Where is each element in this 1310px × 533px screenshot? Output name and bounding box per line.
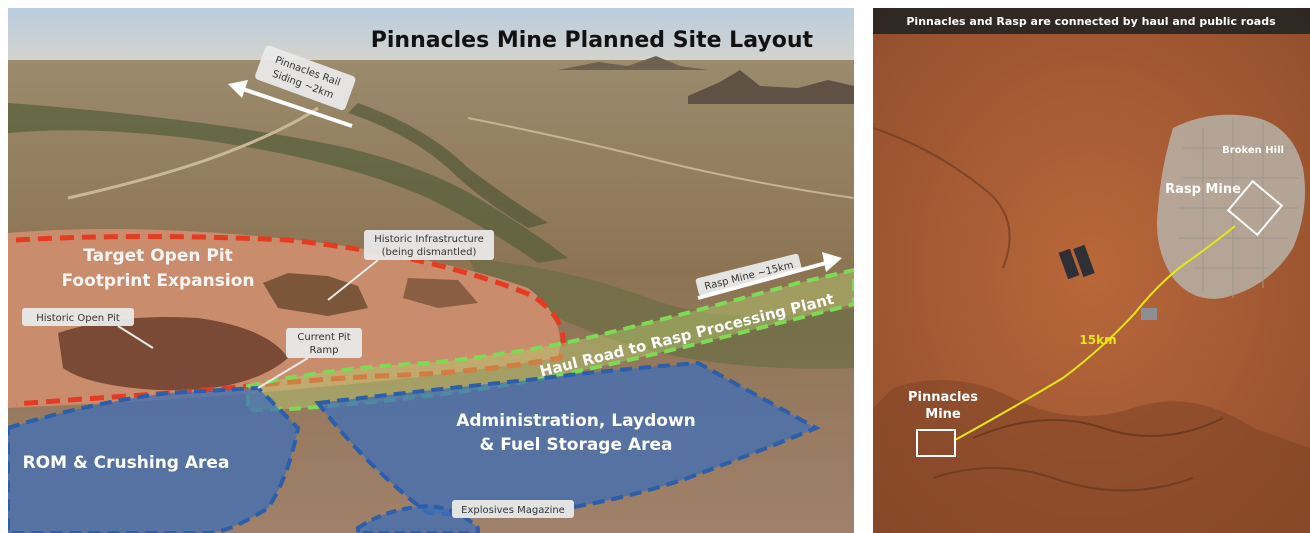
pinnacles-mine-marker	[916, 429, 956, 457]
satellite-image: Pinnacles and Rasp are connected by haul…	[873, 8, 1310, 533]
sky	[8, 8, 854, 66]
site-layout-title: Pinnacles Mine Planned Site Layout	[371, 28, 814, 53]
open-pit-label-line2: Footprint Expansion	[62, 271, 255, 291]
rail-siding-callout: Pinnacles Rail Siding ~2km	[255, 45, 356, 111]
rail-siding-label-box	[255, 45, 356, 111]
map-banner: Pinnacles and Rasp are connected by haul…	[906, 15, 1276, 28]
historic-pit-label: Historic Open Pit	[36, 313, 120, 324]
rom-zone	[8, 385, 301, 533]
creek-vegetation	[348, 103, 548, 228]
rail-siding-arrow-shaft	[239, 86, 353, 128]
historic-pit-label-box	[22, 308, 134, 326]
vegetation-band	[8, 103, 568, 263]
pinnacles-label-line2: Mine	[925, 407, 961, 422]
pond-1	[1058, 248, 1080, 280]
creek-line-2	[972, 417, 1224, 439]
pond-2	[1073, 244, 1095, 278]
pit-ramp-label-line1: Current Pit	[297, 332, 350, 343]
distant-hills-right	[688, 70, 854, 104]
distant-hills	[558, 56, 708, 70]
urban-street-grid	[1178, 118, 1298, 298]
infrastructure-label-box	[364, 230, 494, 260]
explosives-zone	[356, 503, 480, 533]
facility-1	[1141, 308, 1157, 320]
infrastructure-label-line1: Historic Infrastructure	[374, 234, 484, 245]
stockpile-shape	[403, 278, 478, 308]
rasp-distance-label-box	[695, 253, 802, 296]
rom-zone-label: ROM & Crushing Area	[23, 453, 230, 473]
historic-pit-shape	[58, 317, 288, 391]
road-right	[467, 117, 854, 199]
rasp-arrow-shaft	[697, 261, 827, 300]
vegetation-patch	[468, 258, 854, 369]
haul-route-line	[954, 225, 1236, 441]
pit-ramp-label-line2: Ramp	[310, 345, 339, 356]
explosives-label-box	[452, 500, 574, 518]
infrastructure-label-line2: (being dismantled)	[382, 247, 477, 258]
historic-infrastructure-shape	[263, 273, 368, 316]
rail-siding-arrow-icon	[228, 80, 248, 98]
open-pit-label-line1: Target Open Pit	[83, 246, 233, 266]
aerial-photo: Pinnacles Mine Planned Site Layout Pinna…	[8, 8, 854, 533]
broken-hill-label: Broken Hill	[1222, 145, 1284, 156]
road-left	[67, 106, 319, 200]
satellite-map: Pinnacles and Rasp are connected by haul…	[873, 8, 1310, 533]
pinnacles-label-line1: Pinnacles	[908, 390, 978, 405]
rasp-mine-label: Rasp Mine	[1165, 182, 1241, 197]
creek-line-3	[932, 467, 1194, 492]
admin-zone-label-line2: & Fuel Storage Area	[480, 435, 673, 455]
drainage-area	[873, 380, 1310, 533]
historic-pit-pointer	[117, 325, 154, 349]
map-banner-box	[873, 8, 1310, 34]
pit-ramp-label-box	[286, 328, 362, 358]
creek-line-1	[873, 127, 1011, 269]
aerial-site-layout: Pinnacles Mine Planned Site Layout Pinna…	[8, 8, 854, 533]
admin-zone-label-line1: Administration, Laydown	[456, 411, 696, 431]
rasp-arrow-icon	[822, 252, 842, 272]
explosives-label: Explosives Magazine	[461, 505, 565, 516]
rasp-mine-marker	[1226, 179, 1284, 237]
infrastructure-pointer	[327, 259, 379, 301]
route-distance-label: 15km	[1079, 333, 1116, 347]
pit-ramp-pointer	[257, 357, 309, 389]
